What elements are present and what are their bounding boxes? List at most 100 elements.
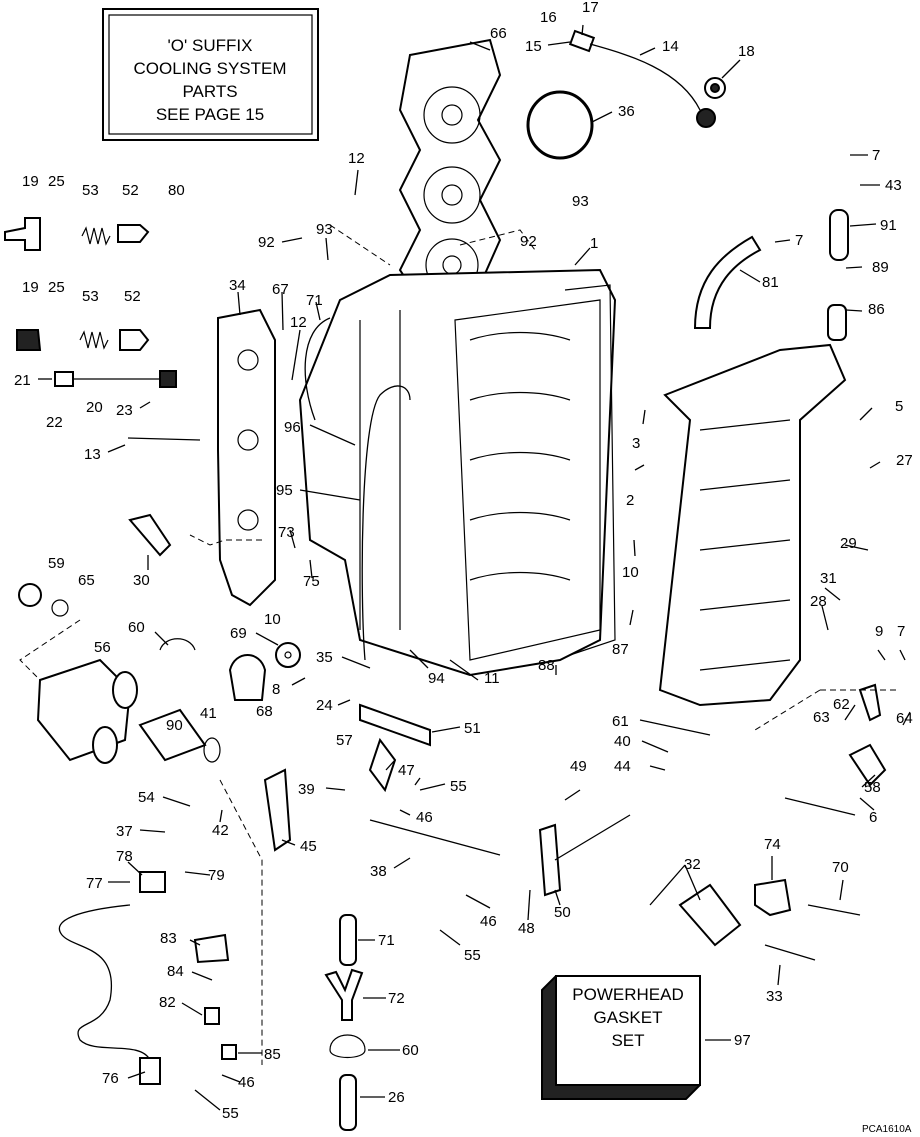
callout-number: 81	[762, 274, 779, 291]
callout-number: 5	[895, 398, 903, 415]
callout-number: 60	[128, 619, 145, 636]
callout-number: 67	[272, 281, 289, 298]
callout-number: 20	[86, 399, 103, 416]
exhaust-cover	[217, 308, 276, 607]
hose	[829, 209, 849, 261]
callout-number: 92	[520, 233, 537, 250]
callout-number: 70	[832, 859, 849, 876]
callout-number: 17	[582, 0, 599, 16]
callout-number: 19	[22, 279, 39, 296]
check-valve	[827, 304, 847, 341]
temperature-sensor-lead	[568, 29, 716, 128]
gasket-box-line: POWERHEAD	[572, 985, 683, 1004]
callout-number: 38	[370, 863, 387, 880]
callout-number: 47	[398, 762, 415, 779]
plug	[18, 583, 42, 607]
callout-number: 74	[764, 836, 781, 853]
cap	[754, 878, 792, 917]
callout-number: 93	[572, 193, 589, 210]
callout-number: 86	[868, 301, 885, 318]
o-ring	[526, 90, 594, 160]
crankcase-cover	[658, 343, 847, 707]
callout-number: 49	[570, 758, 587, 775]
callout-number: 48	[518, 920, 535, 937]
callout-number: 92	[258, 234, 275, 251]
callout-number: 29	[840, 535, 857, 552]
bracket	[263, 768, 292, 852]
callout-number: 52	[122, 182, 139, 199]
figure-code: PCA1610A	[862, 1124, 912, 1135]
callout-number: 66	[490, 25, 507, 42]
callout-number: 8	[272, 681, 280, 698]
callout-number: 12	[290, 314, 307, 331]
callout-number: 61	[612, 713, 629, 730]
callout-number: 1	[590, 235, 598, 252]
callout-number: 95	[276, 482, 293, 499]
grommet	[704, 77, 726, 99]
sensor-lead	[54, 370, 177, 388]
clamp	[159, 638, 196, 651]
callout-number: 58	[864, 779, 881, 796]
callout-number: 84	[167, 963, 184, 980]
grommet	[221, 1044, 237, 1060]
callout-number: 18	[738, 43, 755, 60]
lever	[359, 703, 431, 747]
callout-number: 14	[662, 38, 679, 55]
link-rod	[369, 819, 501, 856]
bolt	[764, 944, 816, 961]
callout-number: 37	[116, 823, 133, 840]
callouts: 66 16 17 15 14 18 36 12 93 92 1 7 43 91 …	[14, 0, 913, 1122]
callout-number: 93	[316, 221, 333, 238]
callout-number: 10	[264, 611, 281, 628]
callout-number: 13	[84, 446, 101, 463]
callout-number: 25	[48, 173, 65, 190]
gasket-box-line: SET	[611, 1031, 644, 1050]
cylinder-block	[298, 268, 617, 677]
callout-number: 34	[229, 277, 246, 294]
callout-number: 78	[116, 848, 133, 865]
cooling-system-note: 'O' SUFFIX COOLING SYSTEM PARTS SEE PAGE…	[102, 8, 319, 141]
callout-number: 2	[626, 492, 634, 509]
callout-number: 56	[94, 639, 111, 656]
callout-number: 79	[208, 867, 225, 884]
callout-number: 32	[684, 856, 701, 873]
gasket-box-line: GASKET	[594, 1008, 663, 1027]
callout-number: 42	[212, 822, 229, 839]
bracket	[848, 743, 887, 787]
hose	[693, 235, 762, 329]
callout-number: 52	[124, 288, 141, 305]
callout-number: 21	[14, 372, 31, 389]
callout-number: 10	[622, 564, 639, 581]
callout-number: 15	[525, 38, 542, 55]
callout-number: 35	[316, 649, 333, 666]
powerhead-gasket-set-box: POWERHEAD GASKET SET	[541, 975, 701, 1100]
washer	[275, 642, 301, 668]
callout-number: 89	[872, 259, 889, 276]
callout-number: 68	[256, 703, 273, 720]
ring	[203, 737, 221, 763]
callout-number: 6	[869, 809, 877, 826]
callout-number: 82	[159, 994, 176, 1011]
callout-number: 33	[766, 988, 783, 1005]
spark-plug	[128, 513, 172, 557]
hose	[339, 914, 357, 966]
fitting	[4, 217, 41, 251]
callout-number: 44	[614, 758, 631, 775]
bolt	[807, 904, 861, 916]
callout-number: 80	[168, 182, 185, 199]
bolt	[784, 797, 856, 816]
plug	[228, 654, 267, 701]
callout-number: 43	[885, 177, 902, 194]
callout-number: 7	[795, 232, 803, 249]
callout-number: 88	[538, 657, 555, 674]
callout-number: 90	[166, 717, 183, 734]
valve	[117, 224, 150, 243]
callout-number: 62	[833, 696, 850, 713]
callout-number: 26	[388, 1089, 405, 1106]
callout-number: 55	[450, 778, 467, 795]
callout-number: 77	[86, 875, 103, 892]
callout-number: 46	[416, 809, 433, 826]
callout-number: 45	[300, 838, 317, 855]
callout-number: 87	[612, 641, 629, 658]
